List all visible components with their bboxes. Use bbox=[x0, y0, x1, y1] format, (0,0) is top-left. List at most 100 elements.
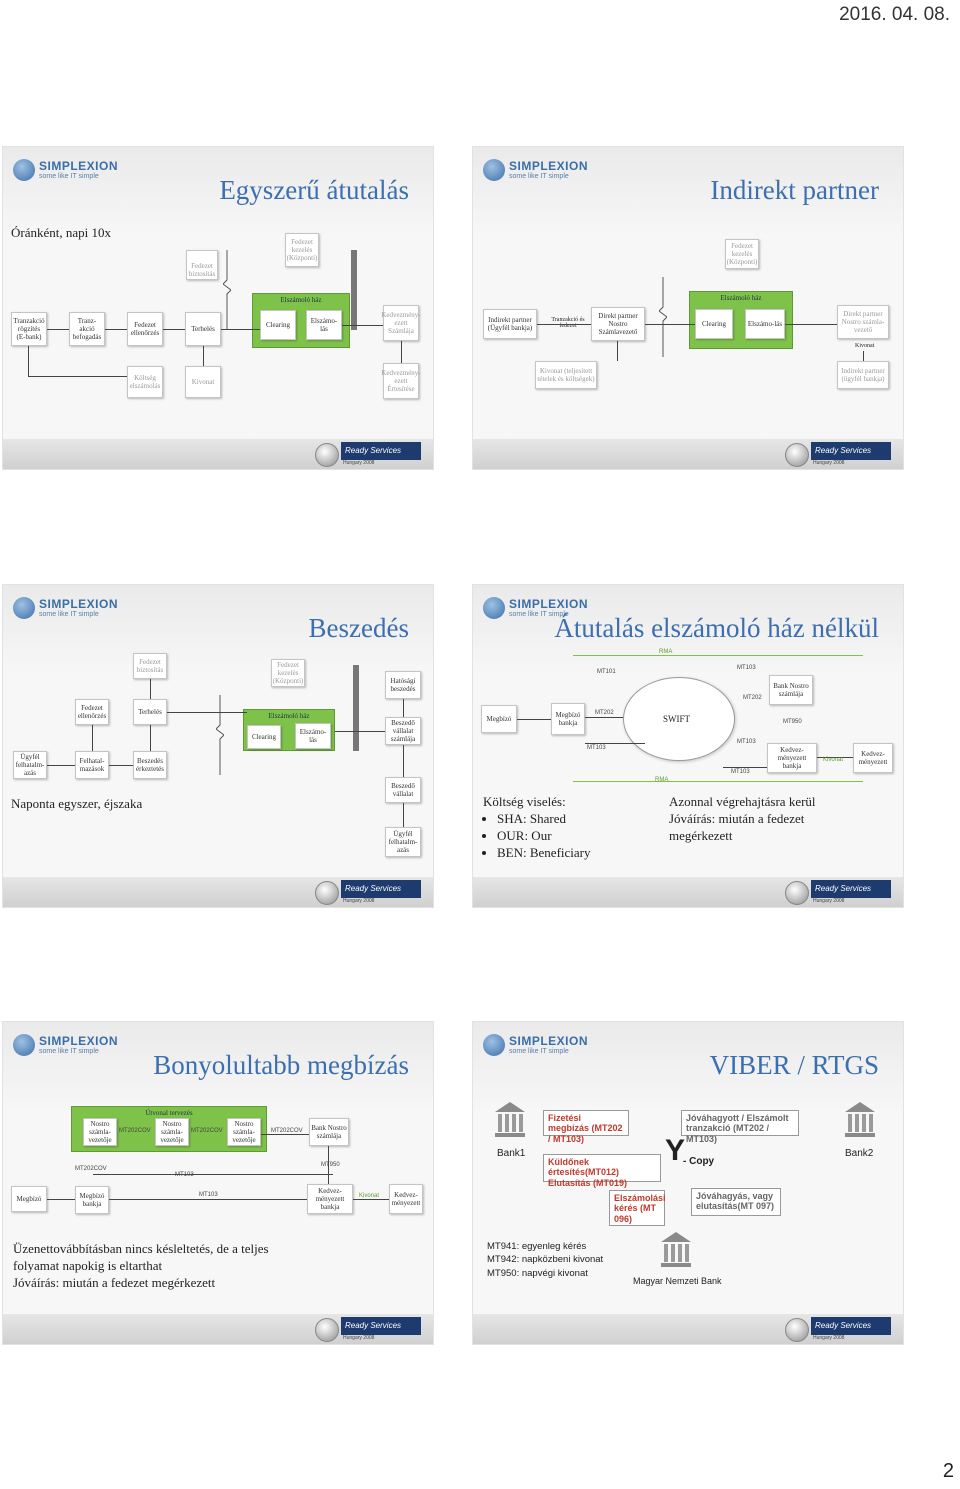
mt202-label: MT202 bbox=[595, 710, 614, 716]
mt103-label: MT103 bbox=[587, 745, 606, 751]
slide-title: Átutalás elszámoló ház nélkül bbox=[554, 613, 879, 643]
megbizo-bankja-box: Megbízó bankja bbox=[75, 1186, 109, 1214]
mt950-label: MT950 bbox=[321, 1162, 340, 1168]
tranzakcio-fedezet-label: Tranzakció és fedezet bbox=[551, 317, 585, 329]
bank1-building-icon bbox=[495, 1102, 525, 1137]
fedezet-biztositas-box: Fedezet biztosítás bbox=[133, 653, 167, 679]
swift-cloud-label: SWIFT bbox=[663, 714, 690, 724]
mt202-label: MT202 bbox=[743, 695, 762, 701]
mt103-label: MT103 bbox=[199, 1192, 218, 1198]
message-note: Üzenettovábbításban nincs késleltetés, d… bbox=[13, 1241, 269, 1291]
bank-nostro-box: Bank Nostro számlája bbox=[309, 1118, 349, 1146]
fedezet-kezeles-box: Fedezet kezelés (Központi) bbox=[271, 659, 305, 687]
mnb-building-icon bbox=[661, 1232, 691, 1267]
zigzag-divider bbox=[223, 250, 231, 330]
nostro-szamlavezeto-2-box: Nostro számla-vezetője bbox=[155, 1118, 189, 1146]
fedezet-kezeles-box: Fedezet kezelés (Központi) bbox=[725, 239, 759, 269]
direkt-partner-box: Direkt partner Nostro Számlavezető bbox=[591, 307, 645, 341]
elszamolas-box: Elszámo-lás bbox=[745, 309, 785, 339]
kedvezmenyezett-bankja-box: Kedvez-ményezett bankja bbox=[767, 743, 817, 773]
ugyfel-felhatalmazas-box-2: Ügyfél felhatalm-azás bbox=[385, 827, 421, 857]
fizetesi-megbizas-box: Fizetési megbízás (MT202 / MT103) bbox=[543, 1110, 629, 1144]
execution-note: Azonnal végrehajtásra kerül Jóváírás: mi… bbox=[669, 794, 816, 844]
koltseg-elszamolas-box: Költség elszámolás bbox=[127, 366, 163, 398]
mnb-label: Magyar Nemzeti Bank bbox=[633, 1276, 722, 1286]
tranzakcio-befogadas-box: Tranz-akció befogadás bbox=[69, 312, 105, 346]
clearing-box: Clearing bbox=[247, 725, 281, 749]
ugyfel-felhatalmazas-box: Ügyfél felhatalm-azás bbox=[13, 751, 47, 779]
kedvezmenyezett-box: Kedvez-ményezett bbox=[389, 1184, 423, 1214]
header-date: 2016. 04. 08. bbox=[839, 4, 950, 25]
direkt-partner-nostro-box: Direkt partner Nostro számla-vezető bbox=[837, 305, 889, 339]
felhatalmazasok-box: Felhatal-mazások bbox=[75, 751, 109, 779]
rma-label: RMA bbox=[659, 649, 673, 655]
kedvezmenyezett-bankja-box: Kedvez-ményezett bankja bbox=[307, 1184, 353, 1214]
mt950-label: MT950 bbox=[783, 719, 802, 725]
slide-title: Bonyolultabb megbízás bbox=[153, 1050, 409, 1080]
nostro-szamlavezeto-1-box: Nostro számla-vezetője bbox=[83, 1118, 117, 1146]
elszamolasi-keres-box: Elszámolási kérés (MT 096) bbox=[609, 1190, 666, 1226]
kivonat-box: Kivonat bbox=[185, 366, 221, 398]
indirekt-partner-box: Indirekt partner (Ügyfél bankja) bbox=[483, 309, 537, 339]
page-number: 2 bbox=[942, 1460, 954, 1482]
slide-title: Indirekt partner bbox=[710, 175, 879, 205]
mt103-label: MT103 bbox=[737, 665, 756, 671]
tranzakcio-rogzites-box: Tranzakció rögzítés (E-bank) bbox=[11, 312, 47, 346]
kedvezmenyezett-box: Kedvez-ményezett bbox=[853, 743, 893, 773]
elszamolas-box: Elszámo-lás bbox=[295, 723, 331, 749]
mt202cov-label: MT202COV bbox=[75, 1166, 107, 1172]
bank-nostro-box: Bank Nostro számlája bbox=[769, 675, 813, 705]
cost-note: Költség viselés: SHA: Shared OUR: Our BE… bbox=[483, 793, 591, 862]
clearing-box: Clearing bbox=[695, 309, 733, 339]
terheles-box: Terhelés bbox=[133, 699, 167, 725]
elszamolas-box: Elszámo-lás bbox=[306, 310, 342, 340]
slide-title: VIBER / RTGS bbox=[709, 1050, 879, 1080]
kedvezmenyezett-szamlaja-box: Kedvezmény-ezett Számlája bbox=[381, 305, 421, 341]
kivonat-label: Kivonat bbox=[359, 1193, 380, 1199]
mt-code-list: MT941: egyenleg kérés MT942: napközbeni … bbox=[487, 1241, 604, 1279]
divider-block bbox=[353, 665, 359, 751]
fedezet-ellenorzes-box: Fedezet ellenőrzés bbox=[127, 312, 163, 346]
mt103-label: MT103 bbox=[731, 769, 750, 775]
beszedo-vallalat-szamlaja-box: Beszedő vállalat számlája bbox=[385, 717, 421, 745]
fedezet-ellenorzes-box: Fedezet ellenőrzés bbox=[75, 699, 109, 725]
zigzag-divider bbox=[216, 695, 224, 775]
mt202cov-label: MT202COV bbox=[119, 1128, 151, 1134]
nostro-szamlavezeto-3-box: Nostro számla-vezetője bbox=[227, 1118, 261, 1146]
mt103-label: MT103 bbox=[737, 739, 756, 745]
copy-label: - Copy bbox=[683, 1156, 715, 1167]
terheles-box: Terhelés bbox=[185, 312, 221, 346]
beszedes-erkeztetes-box: Beszedés érkeztetés bbox=[133, 751, 167, 779]
rma-label: RMA bbox=[655, 777, 669, 783]
kuldonek-ertesites-box: Küldőnek értesítés(MT012) Elutasítás (MT… bbox=[543, 1154, 661, 1188]
divider-block bbox=[351, 250, 357, 330]
beszedo-vallalat-box: Beszedő vállalat bbox=[385, 777, 421, 803]
fedezet-biztositas-box: Fedezet biztosítás bbox=[186, 250, 218, 280]
kivonat-label: Kivonat bbox=[823, 757, 844, 763]
slide-title: Egyszerű átutalás bbox=[219, 175, 409, 205]
jovahagyas-elutasitas-box: Jóváhagyás, vagy elutasítás(MT 097) bbox=[691, 1188, 781, 1216]
mt202cov-label: MT202COV bbox=[271, 1128, 303, 1134]
megbizo-box: Megbízó bbox=[11, 1186, 47, 1212]
slide-title: Beszedés bbox=[308, 613, 409, 643]
bank1-label: Bank1 bbox=[497, 1148, 526, 1159]
y-split-glyph: Y bbox=[665, 1134, 686, 1167]
kivonat-teljesitett-box: Kivonat (teljesített tételek és költsége… bbox=[535, 361, 597, 389]
